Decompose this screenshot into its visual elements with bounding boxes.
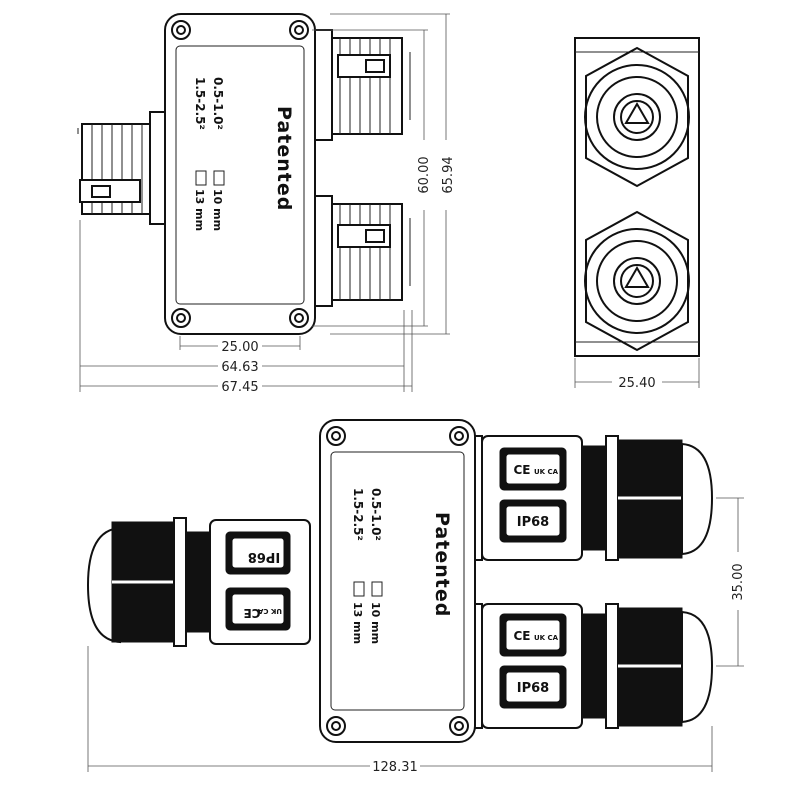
front-view-gland-right-upper: CE UK CA IP68 xyxy=(469,435,714,561)
dim-65-94: 65.94 xyxy=(441,156,456,193)
front-left-ip-mark: IP68 xyxy=(248,549,280,564)
front-view-gland-left: IP68 CE UK CA xyxy=(86,517,311,647)
dim-64-63: 64.63 xyxy=(221,360,258,375)
dim-35-00: 35.00 xyxy=(731,563,746,600)
side-view-gland-lower xyxy=(584,210,690,352)
top-strip-large-text: 13 mm xyxy=(193,189,206,231)
front-view-dimensions: 35.00 128.31 xyxy=(87,497,746,775)
dim-60-00: 60.00 xyxy=(417,156,432,193)
top-view-gland-right-lower xyxy=(311,195,411,307)
front-rl-ip-mark: IP68 xyxy=(517,681,549,696)
front-rl-ukca-mark: UK CA xyxy=(534,634,559,642)
front-wire-large-text: 1.5-2.5² xyxy=(351,488,365,541)
front-ru-ukca-mark: UK CA xyxy=(534,468,559,476)
dim-67-45: 67.45 xyxy=(221,380,258,395)
front-rl-ce-mark: CE xyxy=(513,629,530,643)
front-ru-ip-mark: IP68 xyxy=(517,515,549,530)
dim-25-00: 25.00 xyxy=(221,340,258,355)
top-view-gland-right-upper xyxy=(311,29,411,141)
front-brand-text: Patented xyxy=(431,512,453,617)
top-view: 0.5-1.0² 1.5-2.5² 10 mm 13 mm Patented 2… xyxy=(77,13,456,395)
top-wire-small-text: 0.5-1.0² xyxy=(211,77,225,130)
top-strip-small-text: 10 mm xyxy=(211,189,224,231)
front-left-ukca-mark: UK CA xyxy=(257,607,282,615)
side-view-gland-upper xyxy=(584,46,690,188)
front-view: IP68 CE UK CA CE UK CA IP68 xyxy=(86,419,746,775)
front-left-ce-mark: CE xyxy=(243,606,260,620)
dim-25-40: 25.40 xyxy=(618,376,655,391)
dim-128-31: 128.31 xyxy=(372,760,418,775)
top-wire-large-text: 1.5-2.5² xyxy=(193,77,207,130)
front-strip-small-text: 10 mm xyxy=(369,602,382,644)
top-view-dimensions: 25.00 64.63 67.45 60.00 65.94 xyxy=(79,13,456,395)
front-ru-ce-mark: CE xyxy=(513,463,530,477)
front-strip-large-text: 13 mm xyxy=(351,602,364,644)
front-wire-small-text: 0.5-1.0² xyxy=(369,488,383,541)
top-view-gland-left xyxy=(77,111,169,225)
front-view-box-body: 0.5-1.0² 1.5-2.5² 10 mm 13 mm Patented xyxy=(319,419,476,743)
side-view: 25.40 xyxy=(574,37,700,391)
front-view-gland-right-lower: CE UK CA IP68 xyxy=(469,603,714,729)
top-view-box-body: 0.5-1.0² 1.5-2.5² 10 mm 13 mm Patented xyxy=(164,13,316,335)
top-brand-text: Patented xyxy=(273,106,295,211)
